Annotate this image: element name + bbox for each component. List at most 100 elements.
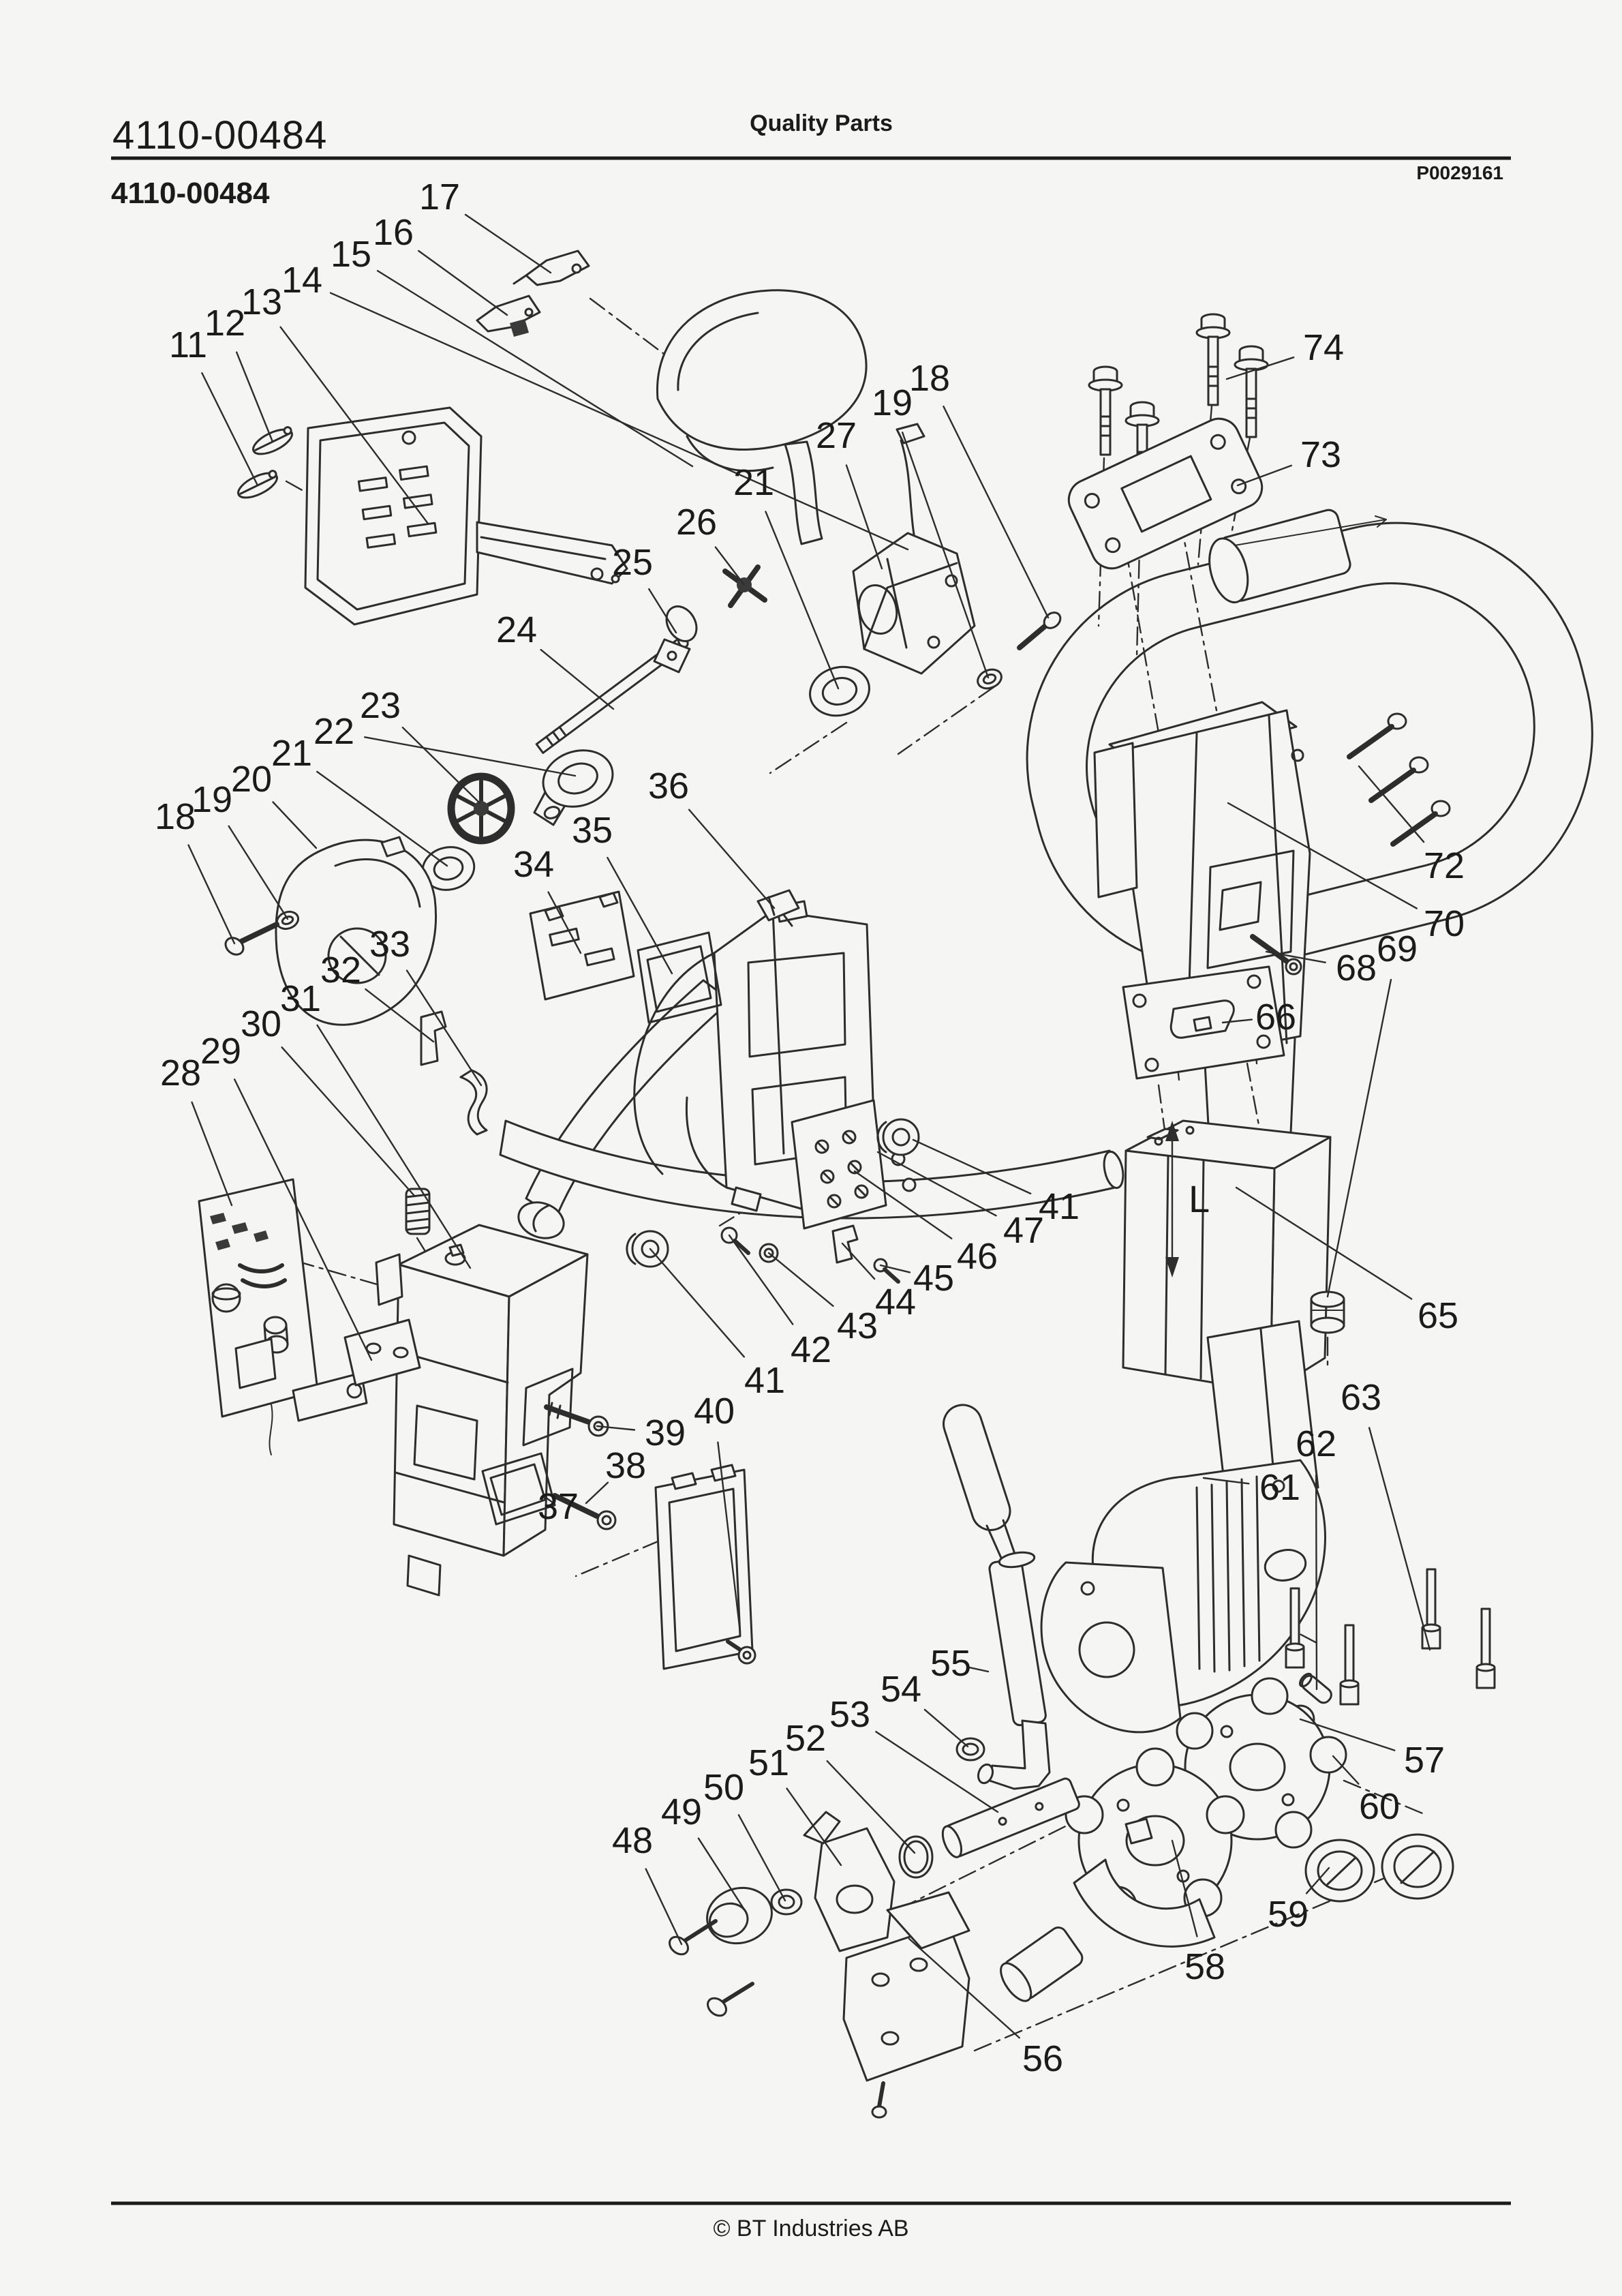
callout-leader-56 (908, 1937, 1020, 2039)
callout-46: 46 (957, 1236, 998, 1277)
callout-44: 44 (875, 1282, 916, 1323)
callout-61: 61 (1259, 1467, 1300, 1508)
callout-leader-37 (544, 1496, 553, 1503)
callout-leader-48 (645, 1868, 683, 1946)
callout-30: 30 (241, 1003, 281, 1044)
callout-leader-28 (191, 1101, 233, 1207)
callout-40: 40 (694, 1391, 735, 1432)
part-column-61 (1206, 1320, 1319, 1507)
callout-54: 54 (881, 1669, 921, 1710)
callout-16: 16 (373, 212, 414, 253)
callout-leader-30 (281, 1046, 416, 1197)
part-bolt-18-lower (224, 922, 279, 956)
callout-leader-16 (418, 250, 508, 316)
part-screw-plate-46-47 (791, 1099, 917, 1230)
callout-37: 37 (538, 1486, 579, 1527)
callout-leader-74 (1225, 356, 1295, 380)
part-seal-ring (1381, 1833, 1454, 1900)
callout-21: 21 (271, 733, 312, 774)
callout-72: 72 (1424, 845, 1465, 886)
callout-70: 70 (1424, 903, 1465, 944)
part-top-plate-66 (1122, 965, 1285, 1080)
part-screw-39 (544, 1402, 609, 1437)
callout-56: 56 (1022, 2038, 1063, 2079)
callout-leader-27 (845, 464, 883, 570)
part-clamp-33 (459, 1069, 488, 1136)
part-cover-swoosh-right (499, 1119, 1124, 1220)
part-handle-grip (1208, 509, 1387, 604)
callout-51: 51 (748, 1742, 789, 1783)
callout-18: 18 (155, 796, 196, 837)
callout-leader-41 (912, 1138, 1032, 1195)
callout-55: 55 (930, 1643, 971, 1684)
part-hub-22 (533, 749, 614, 826)
part-bolt-68 (1250, 934, 1302, 976)
callout-leader-12 (235, 351, 274, 443)
dimension-label: L (1189, 1177, 1210, 1220)
callout-leader-20 (272, 801, 318, 849)
callout-59: 59 (1268, 1894, 1309, 1935)
callout-25: 25 (612, 542, 653, 583)
callout-leader-65 (1235, 1186, 1413, 1300)
callout-leader-15 (376, 270, 694, 468)
part-hand-lever-55 (943, 1404, 1051, 1790)
part-bracket-plate-34 (529, 890, 635, 1001)
dimension-arrow-down (1165, 1257, 1179, 1278)
callout-31: 31 (280, 978, 321, 1019)
callout-leader-41 (649, 1248, 745, 1358)
callout-leader-36 (688, 809, 776, 909)
callout-leader-26 (714, 546, 746, 586)
part-cap-59 (1304, 1839, 1375, 1903)
callout-leader-68 (1265, 950, 1326, 963)
callout-leader-29 (233, 1078, 373, 1361)
callout-leader-49 (697, 1837, 747, 1913)
callout-35: 35 (572, 810, 613, 851)
callout-39: 39 (645, 1413, 686, 1453)
callout-52: 52 (785, 1718, 826, 1759)
part-plug-69 (1310, 1290, 1345, 1334)
callout-23: 23 (360, 685, 401, 726)
callout-leader-18 (187, 844, 236, 945)
callout-62: 62 (1296, 1423, 1336, 1464)
callout-leader-42 (728, 1234, 794, 1325)
callout-leader-53 (875, 1731, 999, 1813)
dimension-L: L (1165, 1121, 1210, 1278)
callout-34: 34 (513, 844, 554, 885)
callout-18: 18 (909, 358, 950, 399)
part-lever-16 (476, 294, 541, 337)
callout-leader-55 (966, 1666, 990, 1673)
part-bracket-27 (852, 532, 976, 675)
callout-leader-51 (786, 1787, 842, 1867)
callout-28: 28 (160, 1053, 201, 1093)
part-circuit-board-28 (198, 1178, 368, 1455)
callout-leader-19 (901, 432, 990, 679)
part-latch-51 (803, 1811, 896, 1952)
callout-22: 22 (313, 711, 354, 752)
callout-41: 41 (1039, 1186, 1080, 1227)
part-bearing-21-upper (809, 665, 870, 717)
callout-36: 36 (648, 766, 689, 806)
callout-53: 53 (829, 1694, 870, 1735)
dimension-arrow-up (1165, 1121, 1179, 1141)
part-pivot-tube (1000, 1927, 1084, 2002)
callout-leader-32 (365, 988, 435, 1043)
callout-leader-73 (1236, 464, 1293, 487)
callout-43: 43 (837, 1305, 878, 1346)
page-title: Quality Parts (750, 110, 893, 136)
callout-69: 69 (1377, 928, 1418, 969)
callout-leader-38 (585, 1481, 609, 1505)
callout-leader-40 (717, 1441, 741, 1633)
callout-45: 45 (913, 1258, 954, 1299)
callout-24: 24 (496, 609, 537, 650)
callout-15: 15 (331, 234, 371, 275)
part-bushing-50 (770, 1888, 803, 1916)
callout-41: 41 (744, 1360, 785, 1401)
callout-leader-19 (228, 825, 289, 920)
callout-leader-23 (401, 726, 481, 804)
part-side-panel-13 (304, 406, 483, 626)
part-washer-19-lower (275, 910, 300, 931)
callout-74: 74 (1303, 327, 1344, 368)
part-grommet-41-upper (876, 1118, 920, 1156)
